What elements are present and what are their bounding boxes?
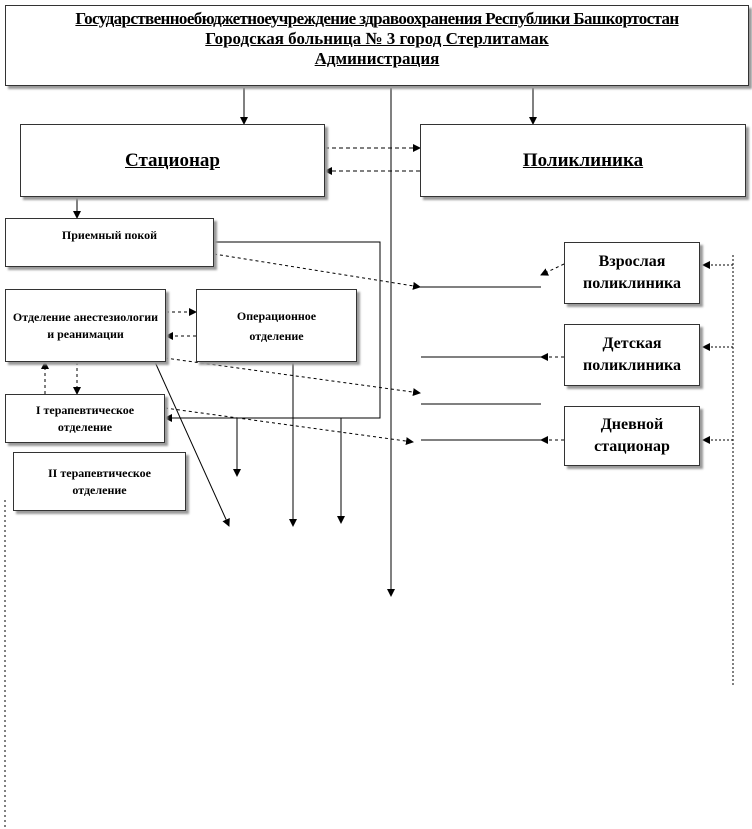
arrow-ter1-right [164, 407, 414, 446]
detsk-label: Детская поликлиника [582, 335, 682, 374]
anest-label: Отделение анестезиологии и реанимации [12, 309, 159, 341]
stacionar-box: Стационар [20, 124, 325, 197]
ter1-label: I терапевтическое отделение [35, 402, 135, 434]
ter1-box: I терапевтическое отделение [5, 394, 165, 443]
vzrosl-box: Взрослая поликлиника [564, 242, 700, 304]
header-line1: Государственноебюджетноеучреждение здрав… [75, 9, 679, 28]
line-priemny-right [165, 241, 381, 419]
arrow-anest-down [154, 361, 230, 527]
vzrosl-label: Взрослая поликлиника [582, 253, 682, 292]
ter2-label: II терапевтическое отделение [48, 465, 151, 497]
priemny-box: Приемный покой [5, 218, 214, 267]
detsk-box: Детская поликлиника [564, 324, 700, 386]
poliklinika-box: Поликлиника [420, 124, 746, 197]
operac-box: Операционное отделение [196, 289, 357, 362]
header-administration: Государственноебюджетноеучреждение здрав… [5, 5, 749, 86]
anest-box: Отделение анестезиологии и реанимации [5, 289, 166, 362]
stacionar-label: Стационар [125, 149, 220, 171]
dnev-label: Дневной стационар [594, 416, 670, 455]
operac-label: Операционное отделение [236, 308, 317, 343]
arrow-priemny-diag [213, 253, 421, 290]
poliklinika-label: Поликлиника [522, 149, 644, 171]
ter2-box: II терапевтическое отделение [13, 452, 186, 511]
priemny-label: Приемный покой [61, 228, 158, 242]
header-line2: Городская больница № 3 город Стерлитамак [205, 29, 549, 48]
arrow-vzrosl-left [540, 263, 565, 276]
header-line3: Администрация [314, 49, 440, 68]
dnev-box: Дневной стационар [564, 406, 700, 466]
